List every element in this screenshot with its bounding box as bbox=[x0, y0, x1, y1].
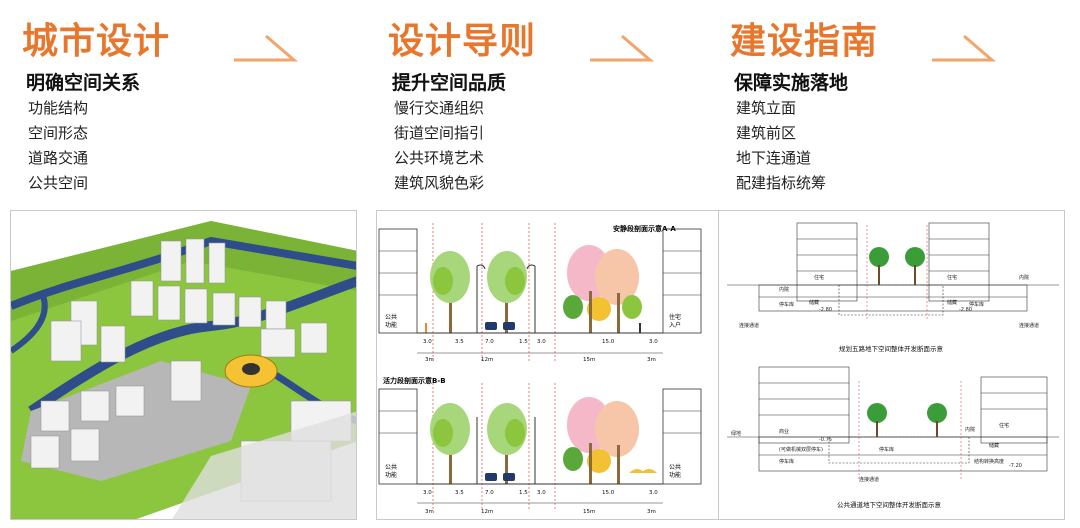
dim-label: 3m bbox=[647, 357, 656, 363]
underground-section-guide-image: 内院 住宅 住宅 内院 停车库 停车库 储藏 储藏 -2.80 -2.80 连接… bbox=[718, 210, 1065, 520]
column-design-guideline: 设计导则 提升空间品质 慢行交通组织 街道空间指引 公共环境艺术 建筑风貌色彩 bbox=[376, 0, 726, 528]
svg-text:住宅: 住宅 bbox=[814, 274, 824, 281]
svg-text:储藏: 储藏 bbox=[989, 442, 999, 449]
list-item: 建筑前区 bbox=[736, 124, 797, 142]
svg-text:停车库: 停车库 bbox=[779, 458, 794, 465]
svg-text:(可做机械双层停车): (可做机械双层停车) bbox=[779, 446, 823, 453]
svg-text:结构转换高度: 结构转换高度 bbox=[974, 458, 1004, 465]
column-title: 建设指南 bbox=[730, 21, 879, 62]
svg-text:连接通道: 连接通道 bbox=[739, 322, 759, 329]
svg-text:-2.80: -2.80 bbox=[959, 307, 972, 313]
svg-text:1.5: 1.5 bbox=[519, 490, 528, 496]
column-subtitle: 保障实施落地 bbox=[734, 72, 849, 94]
svg-text:公共: 公共 bbox=[669, 463, 681, 471]
svg-text:功能: 功能 bbox=[385, 321, 397, 329]
svg-text:绿地: 绿地 bbox=[731, 430, 741, 437]
svg-text:停车库: 停车库 bbox=[969, 301, 984, 308]
list-item: 功能结构 bbox=[28, 99, 89, 117]
svg-text:3m: 3m bbox=[425, 509, 434, 515]
column-construction-guide: 建设指南 保障实施落地 建筑立面 建筑前区 地下连通道 配建指标统筹 bbox=[718, 0, 1068, 528]
svg-text:连接通道: 连接通道 bbox=[1019, 322, 1039, 329]
svg-text:公共: 公共 bbox=[385, 463, 397, 471]
caption-top: 规划五路地下空间整体开发断面示意 bbox=[839, 344, 944, 353]
dim-label: 3.0 bbox=[423, 339, 432, 345]
svg-text:内院: 内院 bbox=[779, 286, 789, 293]
svg-text:停车库: 停车库 bbox=[779, 301, 794, 308]
svg-text:入户: 入户 bbox=[669, 321, 681, 329]
dim-label: 7.0 bbox=[485, 339, 494, 345]
svg-text:住宅: 住宅 bbox=[999, 422, 1009, 429]
caption-bottom: 公共通道地下空间整体开发断面示意 bbox=[837, 500, 942, 509]
svg-text:储藏: 储藏 bbox=[947, 299, 957, 306]
list-item: 公共环境艺术 bbox=[394, 149, 485, 167]
street-section-guideline-image: 安静段剖面示意A-A 公共 功能 住宅 入户 bbox=[376, 210, 723, 520]
item-list: 功能结构 空间形态 道路交通 公共空间 bbox=[28, 96, 88, 196]
svg-text:内院: 内院 bbox=[965, 426, 975, 433]
list-item: 街道空间指引 bbox=[394, 124, 485, 142]
svg-text:-0.75: -0.75 bbox=[819, 437, 832, 443]
section-a-title: 安静段剖面示意A-A bbox=[613, 224, 676, 233]
list-item: 地下连通道 bbox=[736, 149, 812, 167]
list-item: 配建指标统筹 bbox=[736, 174, 827, 192]
column-title: 城市设计 bbox=[22, 21, 171, 62]
list-item: 公共空间 bbox=[28, 174, 89, 192]
svg-text:住宅: 住宅 bbox=[669, 313, 681, 321]
list-item: 建筑立面 bbox=[736, 99, 797, 117]
svg-text:7.0: 7.0 bbox=[485, 490, 494, 496]
svg-text:12m: 12m bbox=[481, 509, 493, 515]
svg-text:3m: 3m bbox=[647, 509, 656, 515]
section-b-title: 活力段剖面示意B-B bbox=[383, 376, 446, 385]
dim-label: 15m bbox=[583, 357, 595, 363]
list-item: 空间形态 bbox=[28, 124, 89, 142]
list-item: 建筑风貌色彩 bbox=[394, 174, 485, 192]
svg-text:3.0: 3.0 bbox=[537, 490, 546, 496]
arrow-icon bbox=[234, 34, 299, 62]
svg-text:住宅: 住宅 bbox=[947, 274, 957, 281]
svg-text:3.0: 3.0 bbox=[649, 490, 658, 496]
list-item: 慢行交通组织 bbox=[394, 99, 485, 117]
svg-text:内院: 内院 bbox=[1019, 274, 1029, 281]
urban-design-aerial-image bbox=[10, 210, 357, 520]
svg-text:-2.80: -2.80 bbox=[819, 307, 832, 313]
dim-label: 3.5 bbox=[455, 339, 464, 345]
underground-section-diagram: 内院 住宅 住宅 内院 停车库 停车库 储藏 储藏 -2.80 -2.80 连接… bbox=[719, 211, 1064, 519]
column-urban-design: 城市设计 明确空间关系 功能结构 空间形态 道路交通 公共空间 bbox=[10, 0, 360, 528]
svg-text:储藏: 储藏 bbox=[809, 299, 819, 306]
left-function-label: 公共 bbox=[385, 313, 397, 321]
svg-text:3.5: 3.5 bbox=[455, 490, 464, 496]
svg-text:连接通道: 连接通道 bbox=[859, 476, 879, 483]
arrow-icon bbox=[932, 34, 997, 62]
column-title: 设计导则 bbox=[388, 21, 537, 62]
svg-text:-7.20: -7.20 bbox=[1009, 463, 1022, 469]
dim-label: 3.0 bbox=[537, 339, 546, 345]
svg-text:功能: 功能 bbox=[669, 471, 681, 479]
svg-text:15m: 15m bbox=[583, 509, 595, 515]
column-subtitle: 提升空间品质 bbox=[392, 72, 507, 94]
dim-label: 3m bbox=[425, 357, 434, 363]
dim-label: 3.0 bbox=[649, 339, 658, 345]
dim-label: 12m bbox=[481, 357, 493, 363]
arrow-icon bbox=[590, 34, 655, 62]
svg-text:功能: 功能 bbox=[385, 471, 397, 479]
list-item: 道路交通 bbox=[28, 149, 89, 167]
item-list: 建筑立面 建筑前区 地下连通道 配建指标统筹 bbox=[736, 96, 826, 196]
svg-text:3.0: 3.0 bbox=[423, 490, 432, 496]
svg-text:商业: 商业 bbox=[779, 428, 789, 435]
dim-label: 15.0 bbox=[602, 339, 615, 345]
item-list: 慢行交通组织 街道空间指引 公共环境艺术 建筑风貌色彩 bbox=[394, 96, 484, 196]
dim-label: 1.5 bbox=[519, 339, 528, 345]
svg-text:15.0: 15.0 bbox=[602, 490, 615, 496]
column-subtitle: 明确空间关系 bbox=[26, 72, 141, 94]
street-section-diagram: 安静段剖面示意A-A 公共 功能 住宅 入户 bbox=[377, 211, 722, 519]
svg-text:停车库: 停车库 bbox=[879, 446, 894, 453]
